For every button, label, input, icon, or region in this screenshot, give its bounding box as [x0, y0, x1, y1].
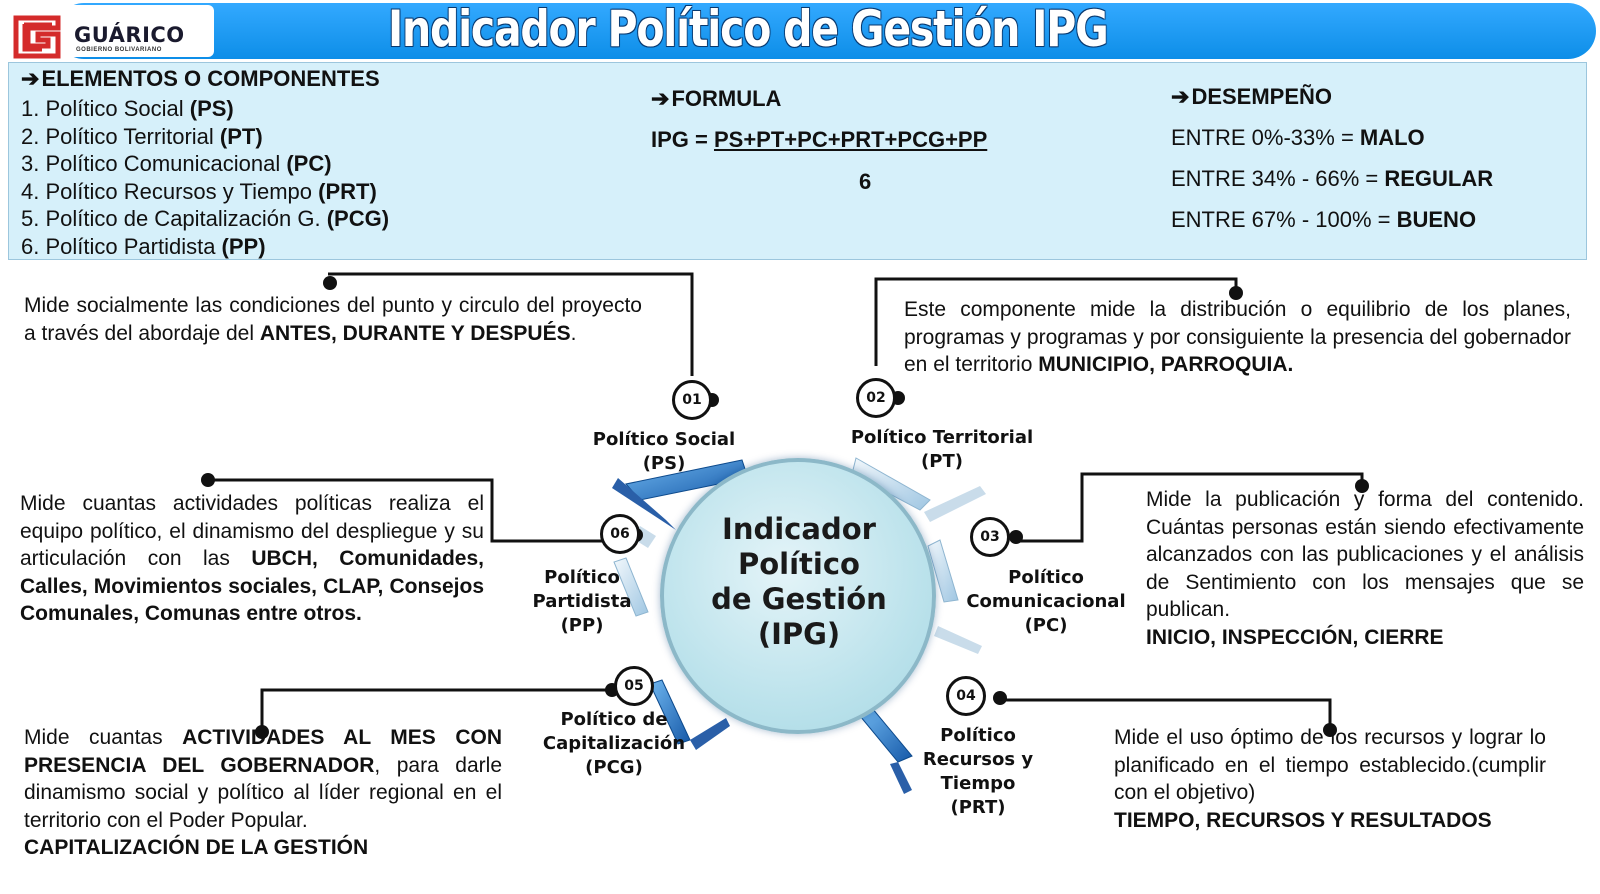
connector-pcg — [260, 688, 612, 732]
dot-pp-end — [201, 473, 215, 487]
ring-segment-pt-2 — [924, 486, 986, 522]
number-badge-04: 04 — [946, 676, 986, 716]
page-title: Indicador Político de Gestión IPG — [388, 0, 1109, 58]
dot-04 — [993, 691, 1007, 705]
description-ps: Mide socialmente las condiciones del pun… — [24, 294, 642, 345]
formula-denominator: 6 — [859, 169, 872, 194]
ring-segment-pcg — [649, 679, 691, 745]
connector-prt — [1000, 698, 1332, 730]
dot-pc-end — [1355, 479, 1369, 493]
ring-segment-prt-2 — [890, 762, 912, 794]
ring-segment-pcg-2 — [690, 718, 730, 750]
performance-row: ENTRE 67% - 100% = BUENO — [1171, 207, 1477, 232]
label-ps: Político Social(PS) — [592, 429, 736, 474]
dot-pt-end — [1229, 286, 1243, 300]
ring-segments — [612, 457, 986, 794]
list-item: 5. Político de Capitalización G. (PCG) — [21, 206, 390, 231]
logo: GUÁRICO GOBIERNO BOLIVARIANO — [4, 5, 214, 59]
dot-prt-end — [1323, 723, 1337, 737]
components-list: 1. Político Social (PS) 2. Político Terr… — [21, 95, 389, 260]
list-item: 6. Político Partidista (PP) — [21, 233, 266, 259]
ring-segment-pc — [927, 539, 959, 603]
number-badge-03: 03 — [970, 517, 1010, 557]
formula-numerator: PS+PT+PC+PRT+PCG+PP — [713, 127, 988, 152]
description-pp: Mide cuantas actividades políticas reali… — [20, 492, 484, 625]
description-pt: Este componente mide la distribución o e… — [904, 298, 1571, 376]
arrow-right-icon: ➔ — [1171, 84, 1190, 109]
label-pt: Político Territorial(PT) — [850, 427, 1034, 472]
elements-heading: ➔ELEMENTOS O COMPONENTES — [21, 66, 380, 91]
logo-subtitle: GOBIERNO BOLIVARIANO — [76, 47, 162, 53]
number-badge-01: 01 — [672, 380, 712, 420]
number-badge-06: 06 — [600, 514, 640, 554]
header: GUÁRICO GOBIERNO BOLIVARIANO Indicador P… — [0, 0, 1600, 62]
formula-heading: ➔FORMULA — [651, 86, 782, 111]
performance-row: ENTRE 34% - 66% = REGULAR — [1171, 166, 1494, 191]
arrow-right-icon: ➔ — [21, 66, 40, 91]
connector-ps — [328, 272, 694, 376]
arrow-right-icon: ➔ — [651, 86, 670, 111]
number-badge-05: 05 — [614, 666, 654, 706]
ring-segment-prt — [859, 707, 913, 763]
formula: IPG = PS+PT+PC+PRT+PCG+PP — [651, 127, 988, 152]
ring-segment-pp — [613, 557, 649, 617]
performance-row: ENTRE 0%-33% = MALO — [1171, 125, 1425, 150]
guarico-logo-icon — [13, 15, 61, 59]
list-item: 2. Político Territorial (PT) — [21, 123, 263, 149]
list-item: 4. Político Recursos y Tiempo (PRT) — [21, 178, 377, 204]
description-pc: Mide la publicación y forma del contenid… — [1146, 488, 1584, 649]
title-banner — [56, 3, 1596, 59]
dot-03 — [1009, 530, 1023, 544]
number-badge-02: 02 — [856, 378, 896, 418]
connector-pc — [1020, 472, 1364, 543]
info-panel: ➔ELEMENTOS O COMPONENTES 1. Político Soc… — [8, 62, 1587, 260]
dot-pcg-end — [255, 725, 269, 739]
list-item: 1. Político Social (PS) — [21, 96, 234, 121]
list-item: 3. Político Comunicacional (PC) — [21, 151, 332, 176]
ring-segment-ps-2 — [612, 478, 676, 530]
logo-name: GUÁRICO — [74, 23, 185, 47]
description-prt: Mide el uso óptimo de los recursos y log… — [1114, 726, 1546, 832]
dot-ps-end — [323, 276, 337, 290]
hub-title: Indicador Político de Gestión (IPG) — [711, 512, 887, 651]
ring-segment-pc-2 — [934, 626, 982, 654]
connector-pp — [208, 478, 636, 543]
description-pcg: Mide cuantas ACTIVIDADES AL MES CON PRES… — [24, 726, 502, 859]
performance-heading: ➔DESEMPEÑO — [1171, 84, 1333, 109]
central-hub — [660, 458, 936, 734]
